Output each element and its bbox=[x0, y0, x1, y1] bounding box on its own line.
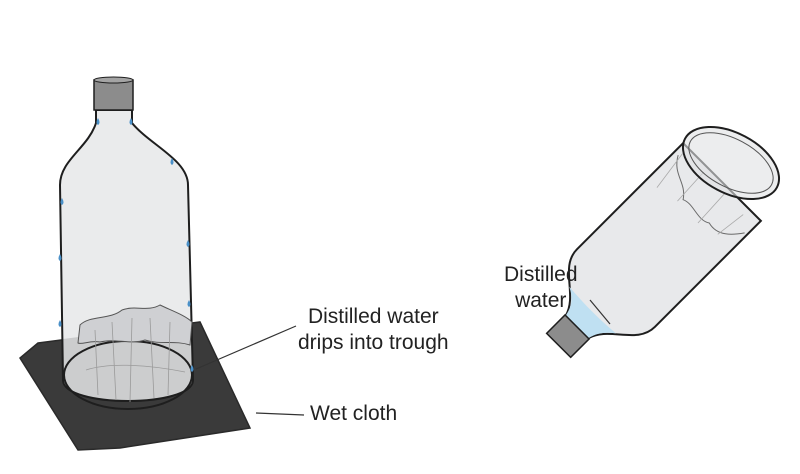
trough-leader-line bbox=[195, 325, 297, 370]
crumple-lines bbox=[85, 317, 186, 403]
tilted-bottle-cap bbox=[545, 313, 591, 359]
condensation-droplets bbox=[58, 118, 194, 372]
distilled-label-line2: water bbox=[515, 289, 567, 312]
upright-bottle-cap bbox=[93, 79, 134, 111]
distilled-water-fill bbox=[565, 286, 616, 339]
cloth-leader-line bbox=[255, 412, 305, 416]
trough-label-line1: Distilled water bbox=[307, 305, 439, 328]
cloth-label-text: Wet cloth bbox=[310, 402, 398, 425]
distilled-leader-line bbox=[589, 299, 611, 325]
trough-label: Distilled water drips into trough bbox=[298, 304, 449, 356]
distilled-label-line1: Distilled bbox=[504, 263, 578, 286]
distilled-water-label: Distilled water bbox=[504, 262, 578, 314]
trough-label-line2: drips into trough bbox=[298, 331, 449, 354]
tilted-bottle bbox=[545, 141, 763, 359]
upright-bottle bbox=[58, 109, 195, 402]
crumpled-cut-edge bbox=[77, 304, 193, 346]
upright-bottle-cap-top bbox=[93, 76, 134, 84]
tilted-bottle-open-rim bbox=[681, 125, 781, 201]
cloth-label: Wet cloth bbox=[310, 401, 397, 427]
tilted-bottle-inner-rim bbox=[688, 132, 774, 194]
